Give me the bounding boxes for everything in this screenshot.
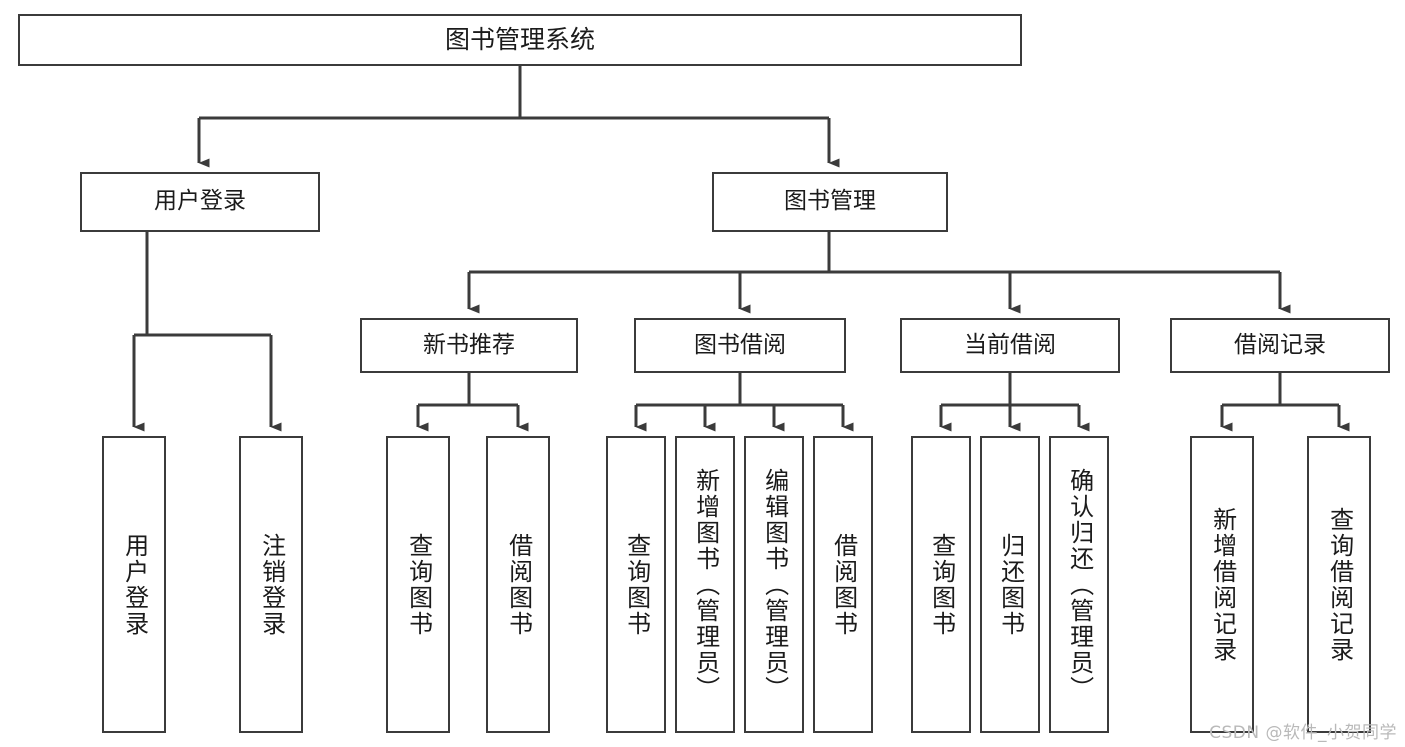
node-root-label: 图书管理系统 [444,25,595,55]
node-leaf-query-book-1-label: 查询图书 [404,532,433,637]
node-book-borrow[interactable]: 图书借阅 [634,318,846,373]
node-leaf-user-login-label: 用户登录 [120,532,149,637]
node-leaf-borrow-book-2[interactable]: 借阅图书 [813,436,873,733]
node-leaf-logout[interactable]: 注销登录 [239,436,303,733]
node-book-manage[interactable]: 图书管理 [712,172,948,232]
node-leaf-query-book-3-label: 查询图书 [927,532,956,637]
node-new-book-rec[interactable]: 新书推荐 [360,318,578,373]
node-current-borrow[interactable]: 当前借阅 [900,318,1120,373]
node-leaf-borrow-book-1[interactable]: 借阅图书 [486,436,550,733]
node-leaf-confirm-return-label: 确认归还（管理员） [1065,467,1094,702]
node-leaf-user-login[interactable]: 用户登录 [102,436,166,733]
node-borrow-record-label: 借阅记录 [1234,331,1326,358]
node-borrow-record[interactable]: 借阅记录 [1170,318,1390,373]
node-leaf-return-book-label: 归还图书 [996,532,1025,637]
node-leaf-query-book-2-label: 查询图书 [622,532,651,637]
watermark: CSDN @软件_小贺同学 [1209,723,1397,743]
node-leaf-edit-book[interactable]: 编辑图书（管理员） [744,436,804,733]
node-leaf-add-book[interactable]: 新增图书（管理员） [675,436,735,733]
node-user-login-label: 用户登录 [154,188,246,215]
node-leaf-query-record-label: 查询借阅记录 [1325,506,1354,663]
node-book-borrow-label: 图书借阅 [694,331,786,358]
node-book-manage-label: 图书管理 [784,188,876,215]
node-leaf-return-book[interactable]: 归还图书 [980,436,1040,733]
node-leaf-query-record[interactable]: 查询借阅记录 [1307,436,1371,733]
node-leaf-query-book-3[interactable]: 查询图书 [911,436,971,733]
node-leaf-borrow-book-1-label: 借阅图书 [504,532,533,637]
node-leaf-query-book-1[interactable]: 查询图书 [386,436,450,733]
node-current-borrow-label: 当前借阅 [964,331,1056,358]
node-leaf-add-book-label: 新增图书（管理员） [691,467,720,702]
node-leaf-logout-label: 注销登录 [257,532,286,637]
node-leaf-query-book-2[interactable]: 查询图书 [606,436,666,733]
node-leaf-add-record-label: 新增借阅记录 [1208,506,1237,663]
node-leaf-edit-book-label: 编辑图书（管理员） [760,467,789,702]
node-new-book-rec-label: 新书推荐 [423,331,515,358]
node-user-login[interactable]: 用户登录 [80,172,320,232]
node-leaf-add-record[interactable]: 新增借阅记录 [1190,436,1254,733]
node-leaf-confirm-return[interactable]: 确认归还（管理员） [1049,436,1109,733]
node-root[interactable]: 图书管理系统 [18,14,1022,66]
node-leaf-borrow-book-2-label: 借阅图书 [829,532,858,637]
